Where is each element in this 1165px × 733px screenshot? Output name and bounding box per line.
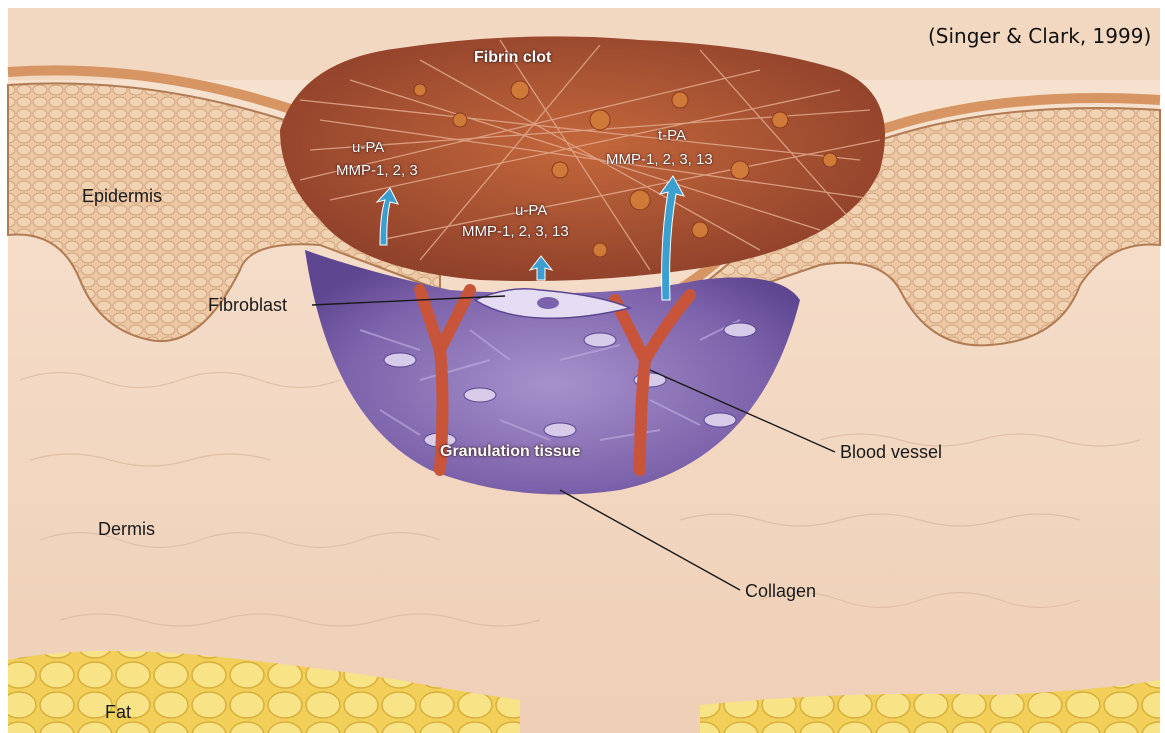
- label-fibroblast: Fibroblast: [208, 296, 287, 314]
- label-fat: Fat: [105, 703, 131, 721]
- label-collagen: Collagen: [745, 582, 816, 600]
- label-enzyme-left-mmps: MMP-1, 2, 3: [336, 163, 418, 178]
- label-granulation-tissue: Granulation tissue: [440, 444, 580, 460]
- label-epidermis: Epidermis: [82, 187, 162, 205]
- label-dermis: Dermis: [98, 520, 155, 538]
- label-enzyme-left-activator: u-PA: [352, 140, 384, 155]
- label-fibrin-clot: Fibrin clot: [474, 50, 551, 66]
- citation-text: (Singer & Clark, 1999): [928, 26, 1151, 46]
- fibroblast-nucleus: [537, 297, 559, 309]
- label-enzyme-right-mmps: MMP-1, 2, 3, 13: [606, 152, 713, 167]
- label-blood-vessel: Blood vessel: [840, 443, 942, 461]
- label-enzyme-center-activator: u-PA: [515, 203, 547, 218]
- label-enzyme-center-mmps: MMP-1, 2, 3, 13: [462, 224, 569, 239]
- label-enzyme-right-activator: t-PA: [658, 128, 686, 143]
